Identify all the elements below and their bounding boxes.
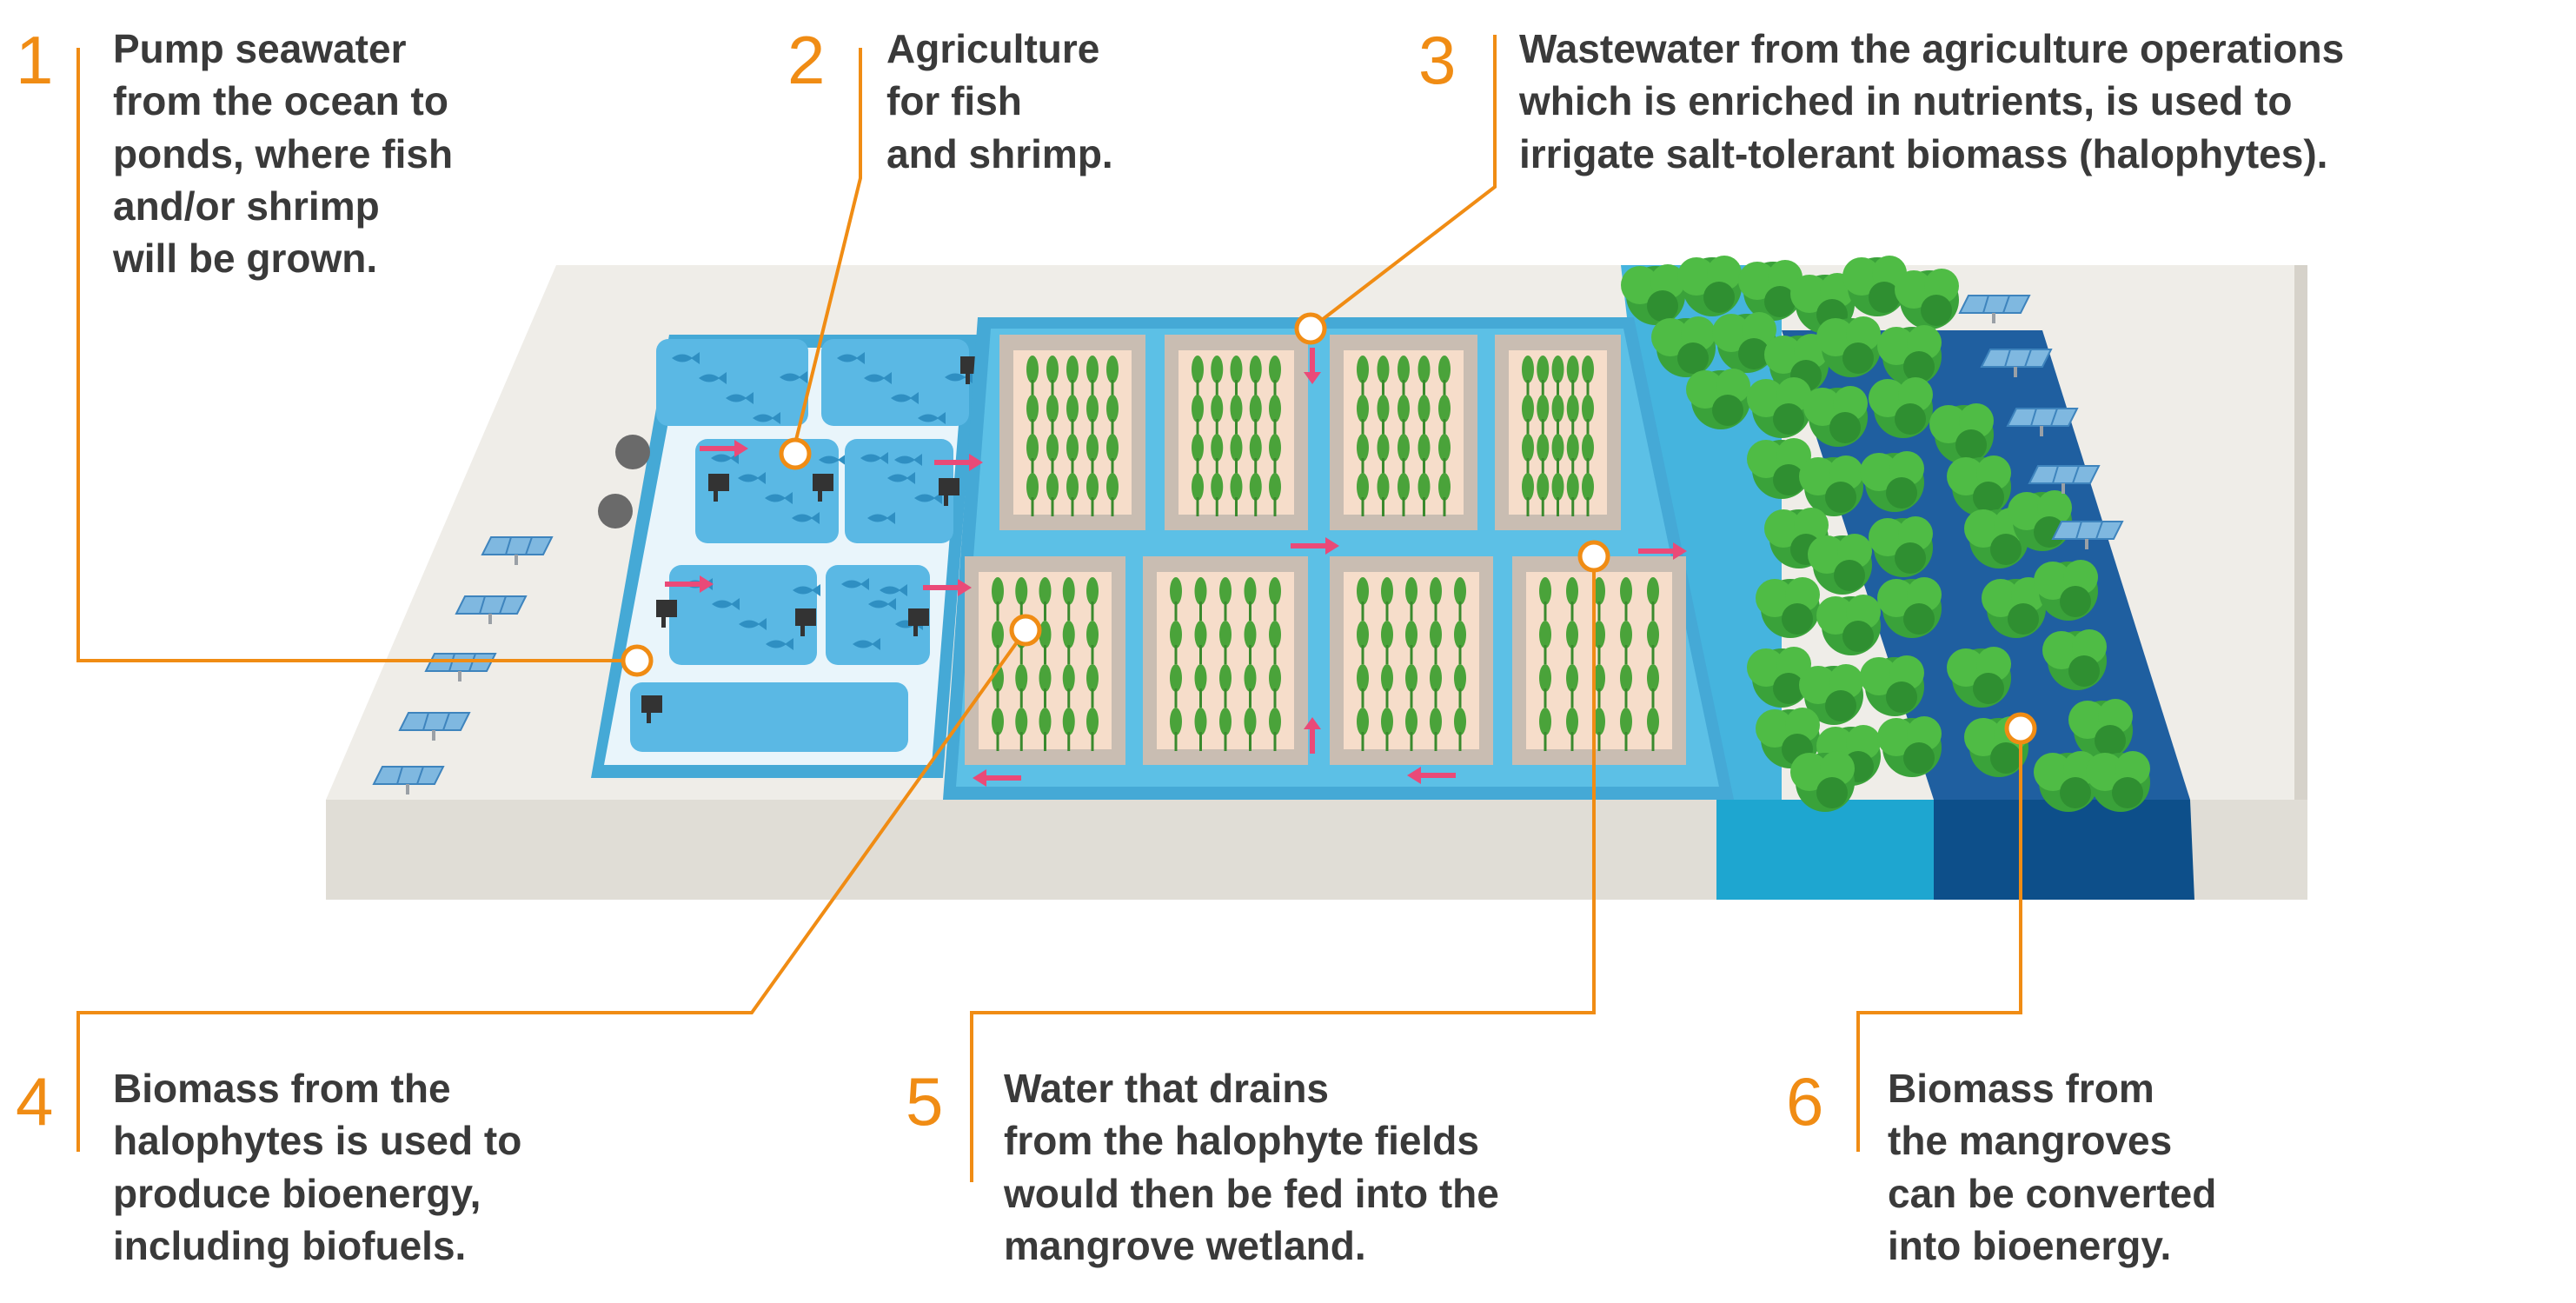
step-4-number: 4 (16, 1063, 54, 1140)
step-3-number: 3 (1418, 22, 1457, 98)
fish-ponds (630, 339, 981, 752)
halophyte-plot (1330, 335, 1477, 530)
halophyte-plot (1165, 335, 1308, 530)
halophyte-plot (1143, 556, 1308, 765)
pump-sphere (598, 494, 633, 529)
step-5-number: 5 (906, 1063, 944, 1140)
halophyte-plot (1512, 556, 1686, 765)
halophyte-plot (1330, 556, 1493, 765)
fish-pond (826, 565, 930, 665)
fish-pond (845, 439, 953, 543)
fish-pond (669, 565, 820, 665)
pump-sphere (615, 435, 650, 469)
step-2-number: 2 (787, 22, 826, 98)
step-6-number: 6 (1786, 1063, 1824, 1140)
leader-endpoints (621, 312, 2037, 745)
step-3-caption: Wastewater from the agriculture operatio… (1519, 26, 2345, 176)
fish-pond (821, 339, 973, 426)
empty-pond (630, 682, 908, 752)
halophyte-plot (965, 556, 1125, 765)
halophyte-plot (1495, 335, 1621, 530)
leader-lines (76, 35, 2022, 1182)
halophyte-plots (965, 335, 1686, 765)
step-1-number: 1 (16, 22, 54, 98)
fish-pond (656, 339, 808, 426)
halophyte-plot (999, 335, 1145, 530)
